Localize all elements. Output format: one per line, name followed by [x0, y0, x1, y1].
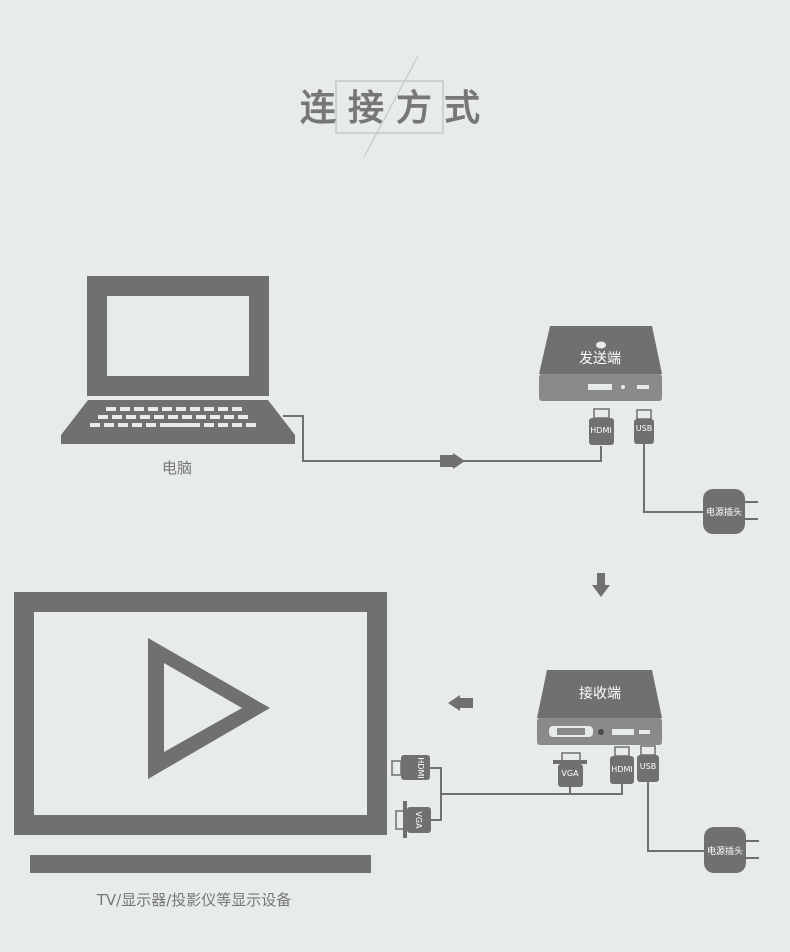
- title-char-4: 式: [444, 88, 480, 129]
- laptop-base: [61, 435, 295, 444]
- title-frame: [335, 80, 444, 134]
- sender-usb-plug-label: USB: [636, 424, 652, 433]
- right-arrow-icon: [440, 453, 465, 469]
- receiver-button-icon: [598, 729, 604, 735]
- receiver-device: [537, 670, 662, 745]
- sender-hdmi-plug-icon: [589, 408, 614, 445]
- display-icon: [14, 592, 387, 873]
- sender-power-label: 电源插头: [706, 506, 742, 518]
- title-char-2: 接: [348, 88, 384, 129]
- display-vga-plug-icon: [395, 801, 431, 838]
- title-group: 连 接 方 式: [300, 55, 480, 158]
- receiver-usb-port-icon: [639, 730, 650, 734]
- sender-top: [539, 326, 662, 374]
- receiver-vga-plug-label: VGA: [561, 769, 579, 778]
- laptop-caption: 电脑: [162, 459, 192, 477]
- sender-usb-plug-icon: [634, 409, 654, 444]
- receiver-usb-plug-label: USB: [640, 762, 656, 771]
- title-char-3: 方: [396, 88, 432, 129]
- down-arrow-icon: [592, 573, 610, 597]
- sender-hdmi-port-icon: [588, 384, 612, 390]
- receiver-hdmi-plug-label: HDMI: [611, 765, 632, 774]
- receiver-top: [537, 670, 662, 718]
- receiver-label: 接收端: [579, 685, 621, 702]
- sender-power-plug-icon: [703, 489, 758, 534]
- laptop-screen: [107, 296, 249, 376]
- receiver-hdmi-plug-icon: [610, 746, 634, 784]
- receiver-power-label: 电源插头: [707, 845, 743, 857]
- display-caption: TV/显示器/投影仪等显示设备: [96, 891, 292, 909]
- hdmi-output-cable: [441, 784, 623, 795]
- laptop-hdmi-cable: [283, 415, 602, 462]
- sender-hdmi-plug-label: HDMI: [590, 426, 611, 435]
- sender-device: [539, 326, 662, 401]
- receiver-hdmi-port-icon: [612, 729, 634, 735]
- display-hdmi-plug-label: HDMI: [416, 757, 425, 778]
- sender-usb-port-icon: [637, 385, 649, 389]
- receiver-vga-plug-icon: [553, 752, 587, 787]
- sender-power-cable: [643, 444, 706, 513]
- receiver-power-cable: [647, 782, 707, 852]
- display-stand: [30, 855, 371, 873]
- receiver-usb-plug-icon: [637, 745, 659, 782]
- play-icon-inner: [164, 663, 242, 752]
- receiver-power-plug-icon: [704, 827, 759, 873]
- title-char-1: 连: [300, 88, 336, 129]
- display-input-cables: [430, 767, 442, 821]
- sender-button-icon: [621, 385, 625, 389]
- left-arrow-icon: [448, 695, 473, 711]
- sender-label: 发送端: [579, 351, 621, 367]
- display-vga-plug-label: VGA: [414, 811, 423, 829]
- title-slash: [363, 55, 419, 158]
- laptop-keys: [90, 407, 256, 427]
- sender-indicator-icon: [596, 341, 606, 349]
- laptop-icon: [61, 276, 295, 444]
- display-hdmi-plug-icon: [391, 755, 430, 780]
